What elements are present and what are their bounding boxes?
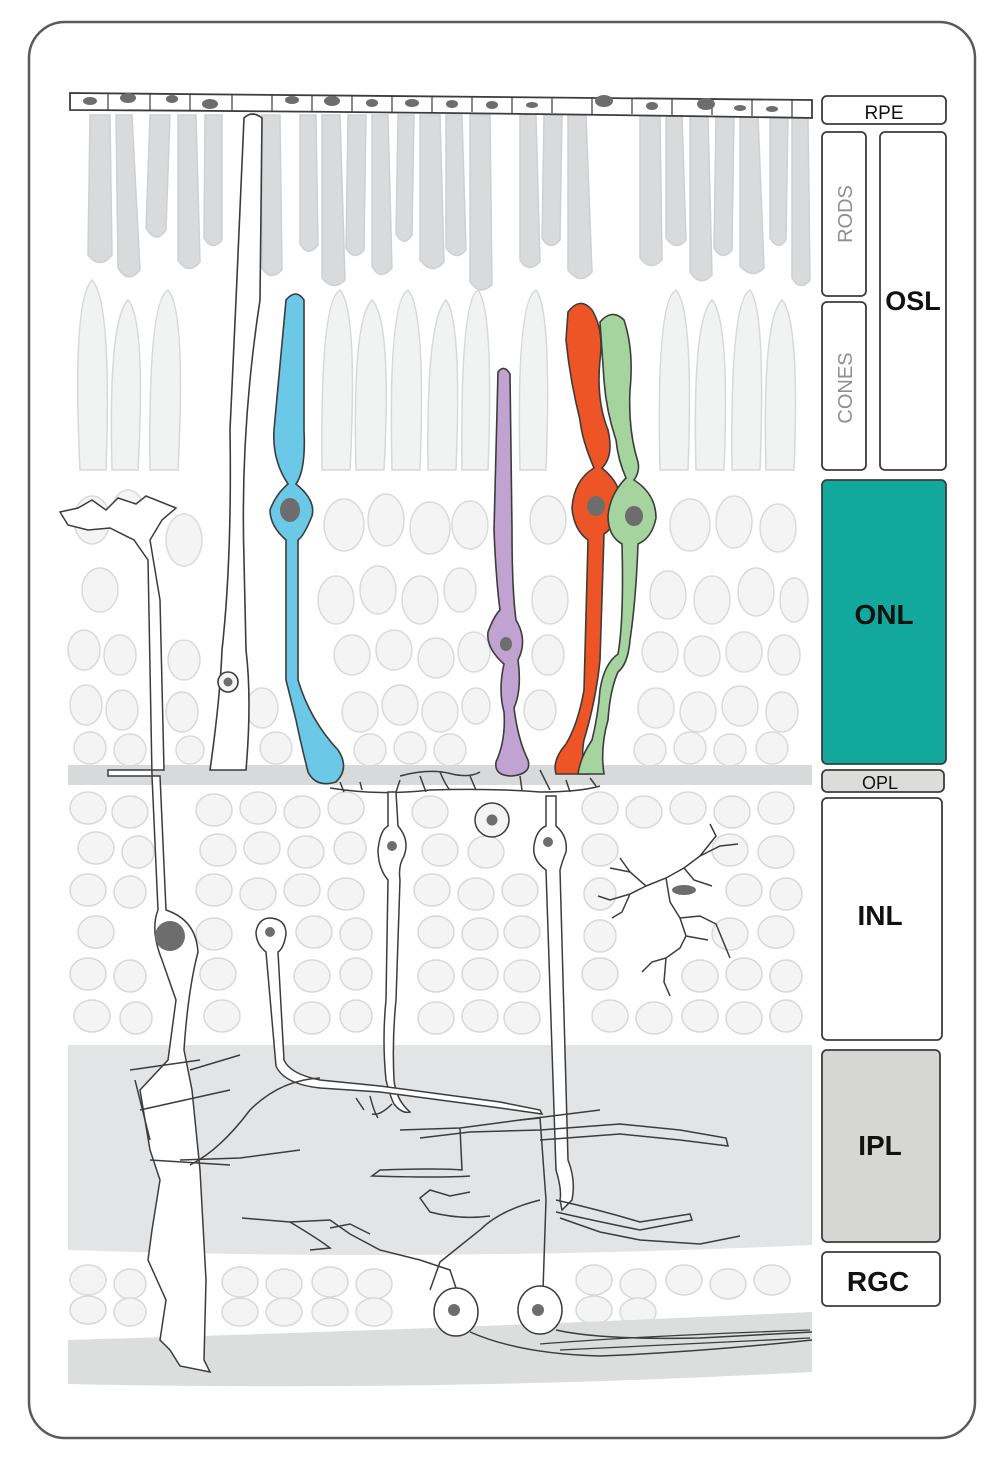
layer-legend: RPE RODS CONES OSL ONL OPL INL IPL RGC	[821, 95, 947, 1307]
rod-outer-segments	[87, 114, 811, 291]
rods-box	[821, 131, 867, 297]
bipolar-cell-3	[474, 802, 510, 838]
purple-rod-cell	[487, 367, 530, 777]
ganglion-cell-2	[517, 1285, 813, 1340]
cone-segments	[76, 278, 797, 471]
ipl-label: IPL	[858, 1130, 902, 1161]
rods-label: RODS	[835, 185, 857, 243]
horizontal-cell	[329, 769, 601, 794]
blue-cone-cell	[269, 293, 345, 785]
purple-rod-nucleus	[500, 637, 512, 651]
nfl-band	[68, 1312, 812, 1387]
onl-label: ONL	[854, 599, 913, 630]
microglia-cell	[597, 823, 739, 997]
inl-cells	[69, 791, 803, 1035]
red-cone-cell	[554, 302, 622, 775]
onl-box	[821, 479, 947, 765]
ipl-band	[68, 1045, 812, 1255]
bipolar-cell-1	[355, 791, 412, 1119]
opl-label: OPL	[862, 773, 898, 793]
tissue-background	[67, 114, 812, 1387]
osl-box	[879, 131, 947, 471]
amacrine-cell	[255, 917, 544, 1115]
rpe-box	[821, 95, 947, 125]
blue-cone-nucleus	[280, 498, 300, 522]
rgc-box	[821, 1251, 941, 1307]
cones-box	[821, 301, 867, 471]
bipolar-cell-2	[533, 795, 575, 1212]
onl-cells	[67, 489, 809, 767]
muller-glia-cell	[209, 113, 263, 771]
ipl-processes	[179, 1077, 741, 1321]
rgc-label: RGC	[847, 1266, 909, 1297]
rpe-label: RPE	[864, 103, 903, 124]
gcl-cells	[69, 1264, 791, 1327]
green-cone-nucleus	[625, 506, 643, 526]
inl-label: INL	[857, 900, 902, 931]
red-cone-nucleus	[587, 496, 605, 516]
cones-label: CONES	[835, 352, 857, 423]
rpe-cells	[69, 92, 813, 119]
inl-box	[821, 797, 943, 1041]
ganglion-cell-1	[433, 1287, 813, 1357]
ipl-box	[821, 1049, 941, 1243]
optic-nerve-fibers	[539, 1329, 811, 1351]
opl-band	[68, 765, 812, 785]
left-glial-cell	[58, 495, 241, 1374]
green-cone-cell	[577, 313, 657, 775]
osl-label: OSL	[885, 286, 941, 316]
opl-box	[821, 769, 945, 793]
